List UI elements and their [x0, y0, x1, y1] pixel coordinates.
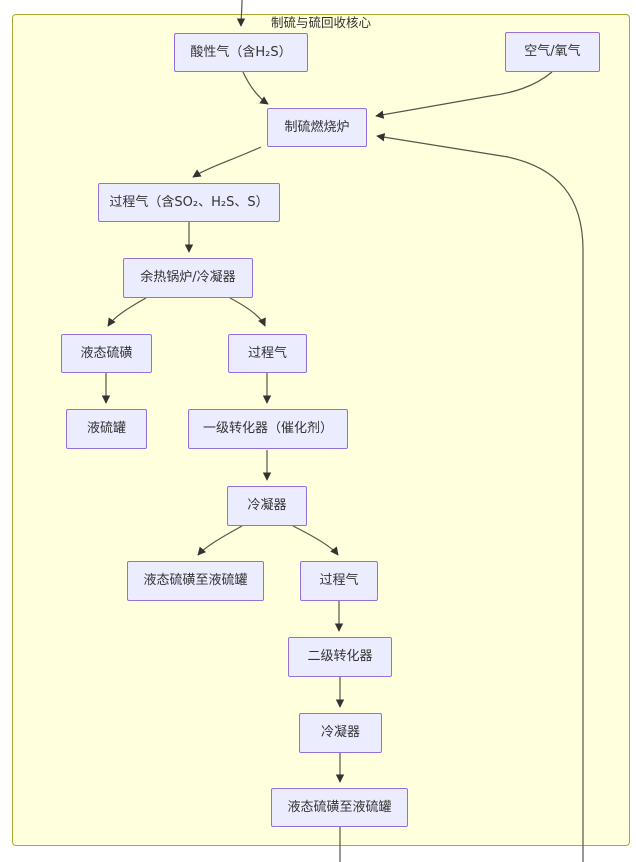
edge-condenser-1-to-sulfur-to-tank-1	[197, 525, 243, 556]
subgraph-title: 制硫与硫回收核心	[270, 15, 371, 30]
node-condenser-2: 冷凝器	[299, 713, 382, 753]
edge-recycle-return-to-furnace	[376, 133, 584, 862]
node-process-gas-2: 过程气	[228, 334, 307, 373]
node-process-gas-3: 过程气	[300, 561, 378, 601]
edge-boiler-to-liquid-sulfur	[107, 297, 147, 327]
edge-air-oxygen-to-furnace	[375, 71, 553, 119]
edge-furnace-to-process-gas-main	[192, 146, 262, 178]
node-converter-1: 一级转化器（催化剂）	[188, 409, 348, 449]
edge-inlet-to-acid-gas	[236, 0, 246, 27]
node-sulfur-to-tank-1: 液态硫磺至液硫罐	[127, 561, 264, 601]
node-air-oxygen: 空气/氧气	[505, 32, 600, 72]
node-sulfur-to-tank-2: 液态硫磺至液硫罐	[271, 788, 408, 827]
node-waste-heat-boiler: 余热锅炉/冷凝器	[123, 258, 253, 298]
node-liquid-sulfur-tank: 液硫罐	[66, 409, 147, 449]
node-condenser-1: 冷凝器	[227, 486, 307, 526]
node-converter-2: 二级转化器	[288, 637, 392, 677]
edge-condenser-1-to-process-gas-3	[292, 525, 339, 556]
node-sulfur-furnace: 制硫燃烧炉	[267, 108, 367, 147]
node-liquid-sulfur: 液态硫磺	[61, 334, 152, 373]
edge-boiler-to-process-gas-2	[229, 297, 266, 327]
edge-acid-gas-to-furnace	[242, 71, 269, 105]
node-acid-gas: 酸性气（含H₂S）	[174, 33, 308, 72]
node-process-gas-main: 过程气（含SO₂、H₂S、S）	[98, 183, 280, 222]
